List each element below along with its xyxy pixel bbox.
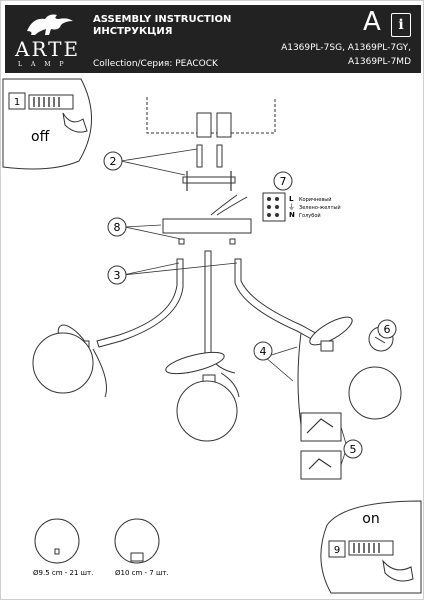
step-9-number: 9 bbox=[334, 545, 340, 556]
step-5-number: 5 bbox=[350, 443, 357, 456]
wire-desc-l: Коричневый bbox=[299, 196, 331, 203]
breaker-panel-on-icon bbox=[348, 540, 394, 556]
mounting-bracket bbox=[182, 171, 236, 191]
logo-wordmark: ARTE bbox=[15, 37, 81, 61]
step-7-number: 7 bbox=[280, 175, 287, 188]
step-1-number: 1 bbox=[14, 97, 20, 108]
step-4-number: 4 bbox=[260, 345, 267, 358]
step-8-number: 8 bbox=[114, 221, 121, 234]
ceiling bbox=[146, 97, 276, 138]
step-3-number: 3 bbox=[114, 269, 121, 282]
title-english: ASSEMBLY INSTRUCTION bbox=[93, 14, 232, 25]
breaker-panel-icon bbox=[28, 94, 74, 110]
bulb-1-label: Ø9.5 cm - 21 шт. bbox=[33, 569, 93, 577]
step-2-number: 2 bbox=[110, 155, 117, 168]
logo-subtitle: LAMP bbox=[18, 61, 73, 68]
title-russian: ИНСТРУКЦИЯ bbox=[93, 26, 173, 37]
model-codes-line-2: A1369PL-7MD bbox=[347, 57, 411, 67]
wire-letter-n: N bbox=[289, 211, 295, 219]
hand-on-icon bbox=[382, 559, 414, 582]
wiring-legend: L Коричневый ⏚ Зелено-желтый N Голубой bbox=[288, 195, 341, 219]
wire-letter-l: L bbox=[289, 195, 294, 203]
hand-icon bbox=[62, 112, 88, 133]
off-label: off bbox=[31, 129, 50, 145]
step-9-box bbox=[328, 540, 346, 558]
lamp-body bbox=[57, 250, 353, 426]
switch-off-callout: 1 off bbox=[2, 78, 92, 170]
wire-letter-ground: ⏚ bbox=[288, 203, 295, 211]
canopy bbox=[162, 194, 252, 245]
winged-lion-logo-icon bbox=[27, 14, 73, 35]
step-6-number: 6 bbox=[384, 323, 391, 336]
bulb-types: Ø9.5 cm - 21 шт. Ø10 cm - 7 шт. bbox=[33, 518, 169, 577]
bulb-2-label: Ø10 cm - 7 шт. bbox=[115, 569, 169, 577]
header-bar: ARTE LAMP ASSEMBLY INSTRUCTION ИНСТРУКЦИ… bbox=[5, 5, 421, 73]
class-letter: A bbox=[363, 7, 381, 37]
screws-icon bbox=[196, 144, 223, 168]
terminal-block bbox=[262, 192, 286, 222]
info-icon: i bbox=[391, 13, 411, 37]
step-1-box bbox=[8, 92, 26, 110]
model-codes-line-1: A1369PL-7SG, A1369PL-7GY, bbox=[281, 43, 411, 53]
step-markers: 2 8 3 7 4 6 5 bbox=[103, 151, 397, 459]
wire-desc-n: Голубой bbox=[299, 212, 321, 219]
on-label: on bbox=[362, 511, 379, 527]
glass-shades bbox=[32, 332, 402, 442]
wire-desc-ground: Зелено-желтый bbox=[299, 204, 341, 211]
switch-on-callout: on 9 bbox=[320, 500, 422, 594]
collection-label: Collection/Серия: PEACOCK bbox=[93, 59, 218, 69]
